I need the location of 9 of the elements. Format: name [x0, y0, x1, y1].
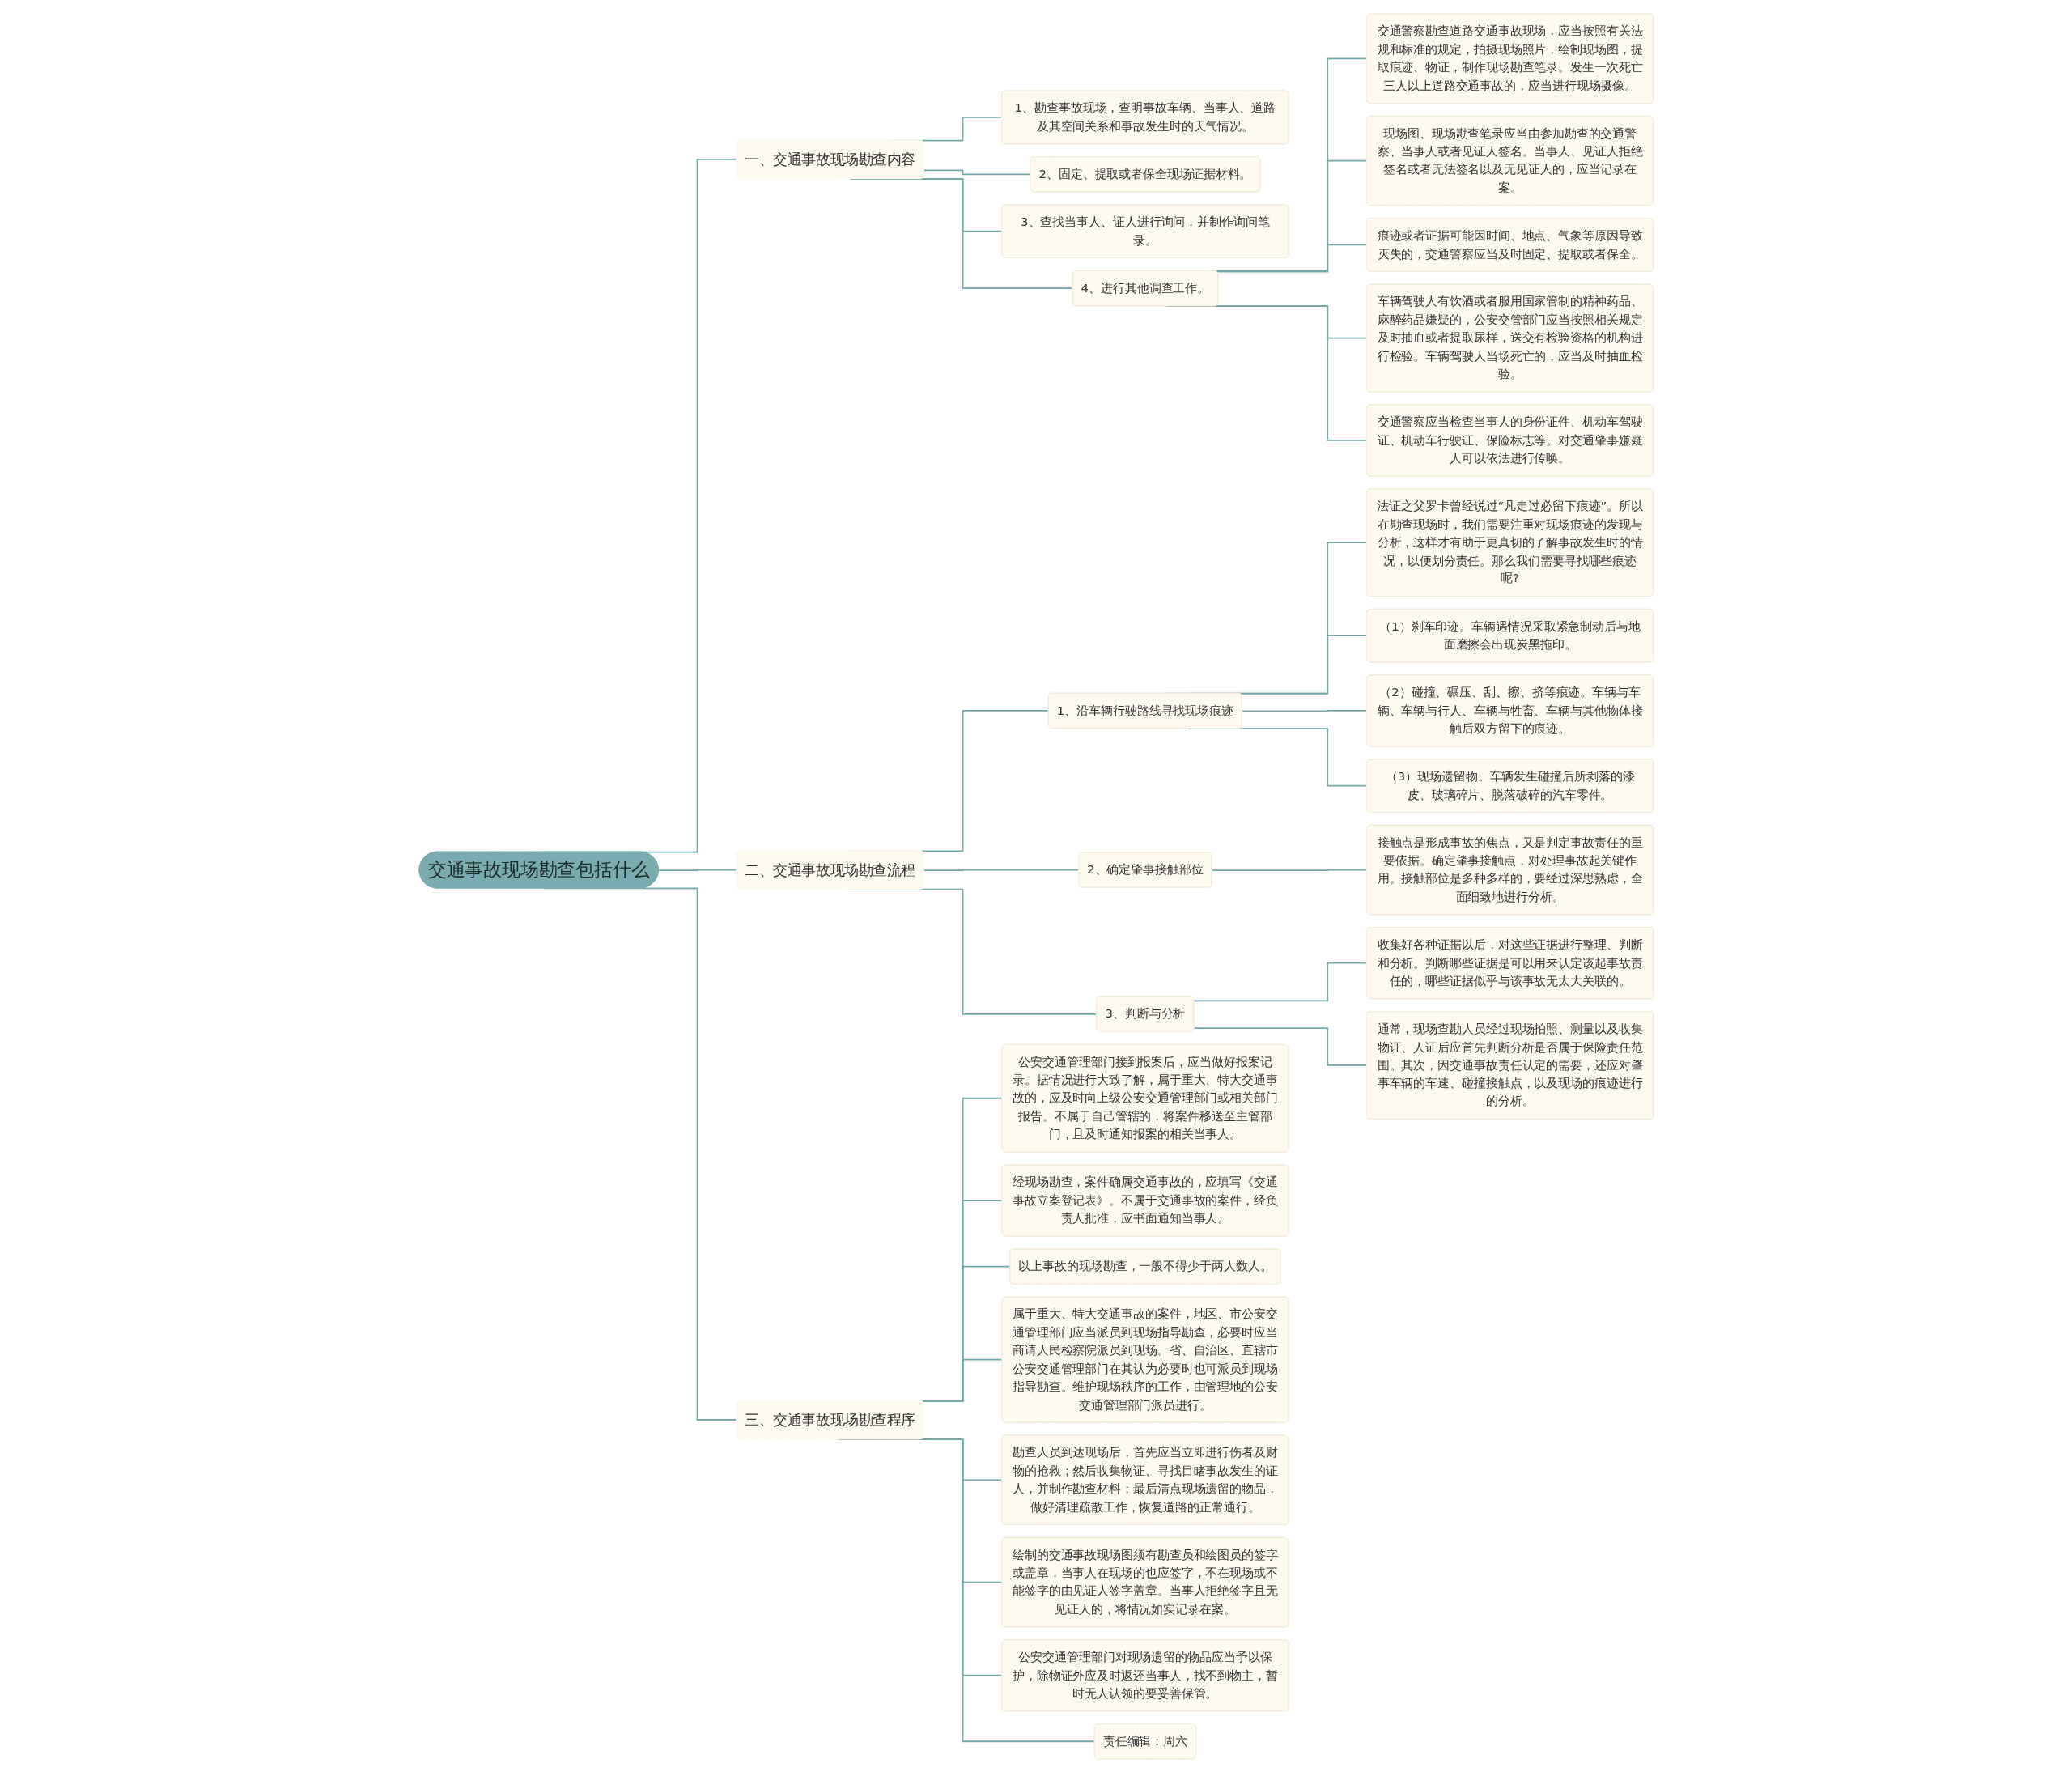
- connector: [1193, 962, 1368, 1001]
- connector: [923, 869, 1080, 871]
- connector: [847, 888, 1098, 1015]
- connector: [1216, 244, 1368, 272]
- connector: [1193, 1026, 1368, 1066]
- connector: [923, 168, 1031, 176]
- connector: [1211, 869, 1368, 871]
- connector: [657, 869, 737, 871]
- connector: [1241, 709, 1368, 712]
